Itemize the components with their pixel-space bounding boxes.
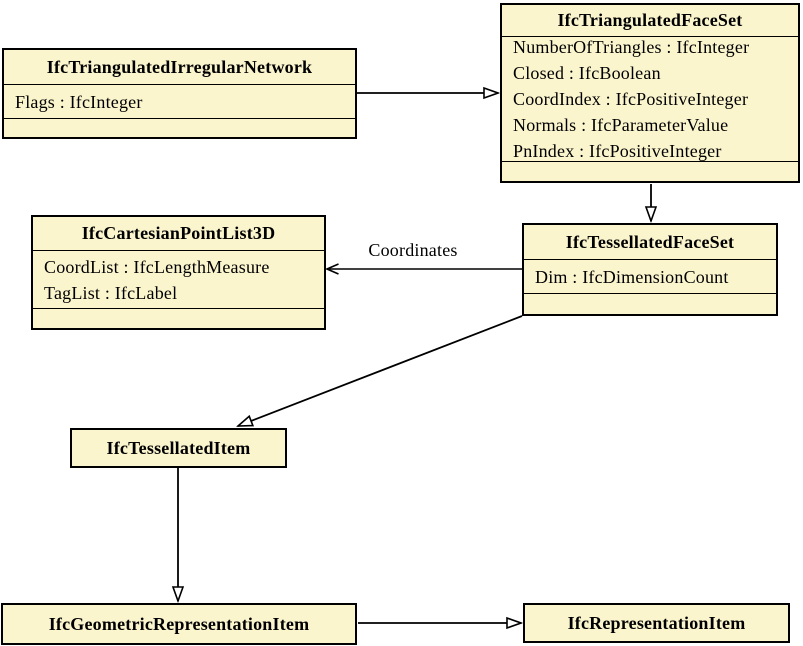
attribute: Flags : IfcInteger [15,91,143,112]
class-attributes: Flags : IfcInteger [4,84,355,118]
attribute: TagList : IfcLabel [44,282,178,303]
class-title: IfcRepresentationItem [567,612,746,633]
class-title: IfcTessellatedItem [106,437,251,458]
attribute: CoordIndex : IfcPositiveInteger [513,89,749,109]
attribute: PnIndex : IfcPositiveInteger [513,141,722,161]
empty-compartment [33,308,324,328]
class-ifc-cartesian-point-list-3d[interactable]: IfcCartesianPointList3D CoordList : IfcL… [31,215,326,330]
coordinates-edge-label: Coordinates [368,240,458,260]
attribute: CoordList : IfcLengthMeasure [44,256,270,277]
empty-compartment [524,293,776,314]
attribute: Dim : IfcDimensionCount [535,266,729,287]
class-ifc-tessellated-item[interactable]: IfcTessellatedItem [70,428,287,468]
class-title: IfcGeometricRepresentationItem [48,613,310,634]
class-title: IfcCartesianPointList3D [81,223,276,243]
class-title: IfcTriangulatedIrregularNetwork [46,56,313,77]
class-title: IfcTessellatedFaceSet [565,231,735,252]
class-attributes: CoordList : IfcLengthMeasure TagList : I… [33,250,324,308]
generalization-arrow-tessellatedfaceset-to-tessellateditem [238,315,523,426]
class-ifc-representation-item[interactable]: IfcRepresentationItem [523,603,790,643]
empty-compartment [4,118,355,137]
attribute: Normals : IfcParameterValue [513,115,729,135]
empty-compartment [502,161,798,181]
class-ifc-geometric-representation-item[interactable]: IfcGeometricRepresentationItem [1,603,357,645]
class-title: IfcTriangulatedFaceSet [557,10,743,30]
attribute: Closed : IfcBoolean [513,63,661,83]
class-ifc-triangulated-irregular-network[interactable]: IfcTriangulatedIrregularNetwork Flags : … [2,48,357,139]
class-attributes: NumberOfTriangles : IfcInteger Closed : … [502,36,798,161]
class-ifc-tessellated-face-set[interactable]: IfcTessellatedFaceSet Dim : IfcDimension… [522,223,778,316]
class-ifc-triangulated-face-set[interactable]: IfcTriangulatedFaceSet NumberOfTriangles… [500,3,800,183]
class-attributes: Dim : IfcDimensionCount [524,259,776,293]
attribute: NumberOfTriangles : IfcInteger [513,37,750,57]
